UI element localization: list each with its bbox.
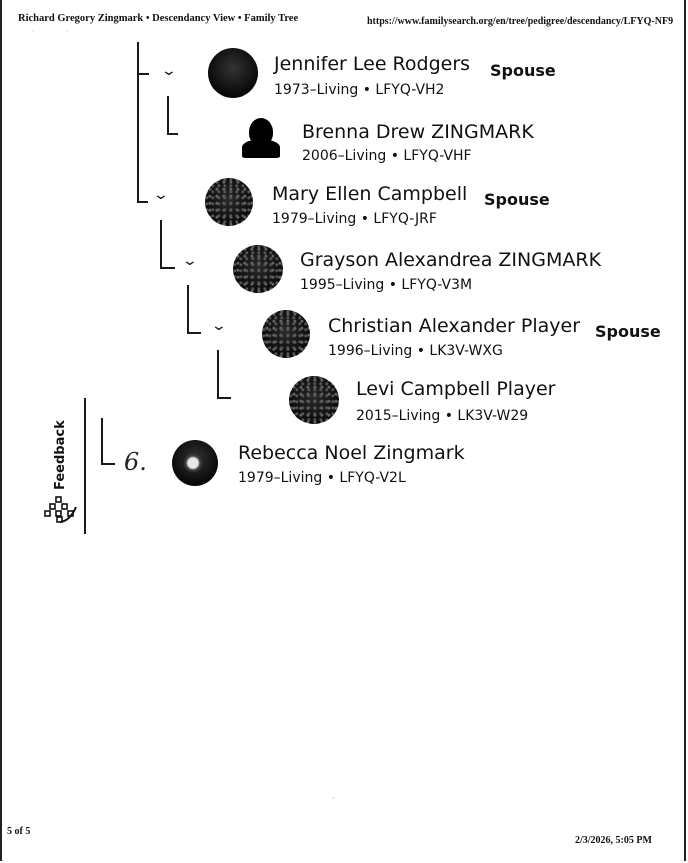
person-lifespan-id: 2015–Living • LK3V-W29 bbox=[356, 408, 529, 424]
avatar bbox=[262, 310, 310, 358]
avatar bbox=[208, 48, 258, 98]
avatar bbox=[172, 440, 218, 486]
scan-speck: · bbox=[66, 27, 69, 36]
tree-connector bbox=[160, 220, 162, 268]
tree-connector bbox=[187, 332, 201, 334]
chevron-down-icon[interactable]: ⌄ bbox=[210, 318, 228, 334]
person-name[interactable]: Rebecca Noel Zingmark bbox=[238, 442, 465, 464]
spouse-badge: Spouse bbox=[490, 61, 556, 80]
person-name[interactable]: Levi Campbell Player bbox=[356, 378, 556, 400]
person-lifespan-id: 1973–Living • LFYQ-VH2 bbox=[274, 82, 445, 98]
spouse-badge: Spouse bbox=[595, 322, 661, 341]
print-header-title: Richard Gregory Zingmark • Descendancy V… bbox=[18, 13, 299, 24]
avatar bbox=[289, 376, 339, 424]
tree-connector bbox=[101, 418, 103, 464]
tree-connector bbox=[187, 285, 189, 333]
chevron-down-icon[interactable]: ⌄ bbox=[181, 253, 199, 269]
print-header-url: https://www.familysearch.org/en/tree/ped… bbox=[367, 16, 674, 27]
tree-connector bbox=[137, 42, 139, 202]
tree-connector bbox=[160, 267, 175, 269]
person-name[interactable]: Jennifer Lee Rodgers bbox=[274, 53, 471, 75]
footer-timestamp: 2/3/2026, 5:05 PM bbox=[575, 835, 652, 846]
tree-connector bbox=[137, 73, 149, 75]
person-name[interactable]: Christian Alexander Player bbox=[328, 315, 581, 337]
footer-page-number: 5 of 5 bbox=[7, 826, 31, 837]
avatar bbox=[205, 178, 253, 226]
handwritten-annotation: 6. bbox=[124, 448, 147, 476]
person-name[interactable]: Grayson Alexandrea ZINGMARK bbox=[300, 249, 602, 271]
chevron-down-icon[interactable]: ⌄ bbox=[152, 187, 170, 203]
person-lifespan-id: 1995–Living • LFYQ-V3M bbox=[300, 277, 473, 293]
scan-speck: · bbox=[332, 794, 335, 803]
person-name[interactable]: Brenna Drew ZINGMARK bbox=[302, 121, 534, 143]
person-lifespan-id: 1996–Living • LK3V-WXG bbox=[328, 343, 503, 359]
avatar bbox=[233, 245, 283, 293]
tree-connector bbox=[217, 397, 231, 399]
spouse-badge: Spouse bbox=[484, 190, 550, 209]
scan-speck: · bbox=[32, 27, 35, 36]
person-lifespan-id: 2006–Living • LFYQ-VHF bbox=[302, 148, 472, 164]
person-lifespan-id: 1979–Living • LFYQ-JRF bbox=[272, 211, 437, 227]
tree-connector bbox=[167, 96, 169, 134]
chevron-down-icon[interactable]: ⌄ bbox=[160, 63, 178, 79]
person-name[interactable]: Mary Ellen Campbell bbox=[272, 183, 468, 205]
tree-connector bbox=[217, 350, 219, 398]
feedback-button[interactable]: Feedback bbox=[53, 420, 68, 490]
tree-connector bbox=[167, 133, 178, 135]
feedback-divider bbox=[84, 398, 86, 534]
tree-connector bbox=[137, 201, 148, 203]
tree-icon[interactable] bbox=[44, 495, 78, 529]
person-lifespan-id: 1979–Living • LFYQ-V2L bbox=[238, 470, 406, 486]
tree-connector bbox=[101, 463, 115, 465]
avatar bbox=[240, 118, 282, 162]
